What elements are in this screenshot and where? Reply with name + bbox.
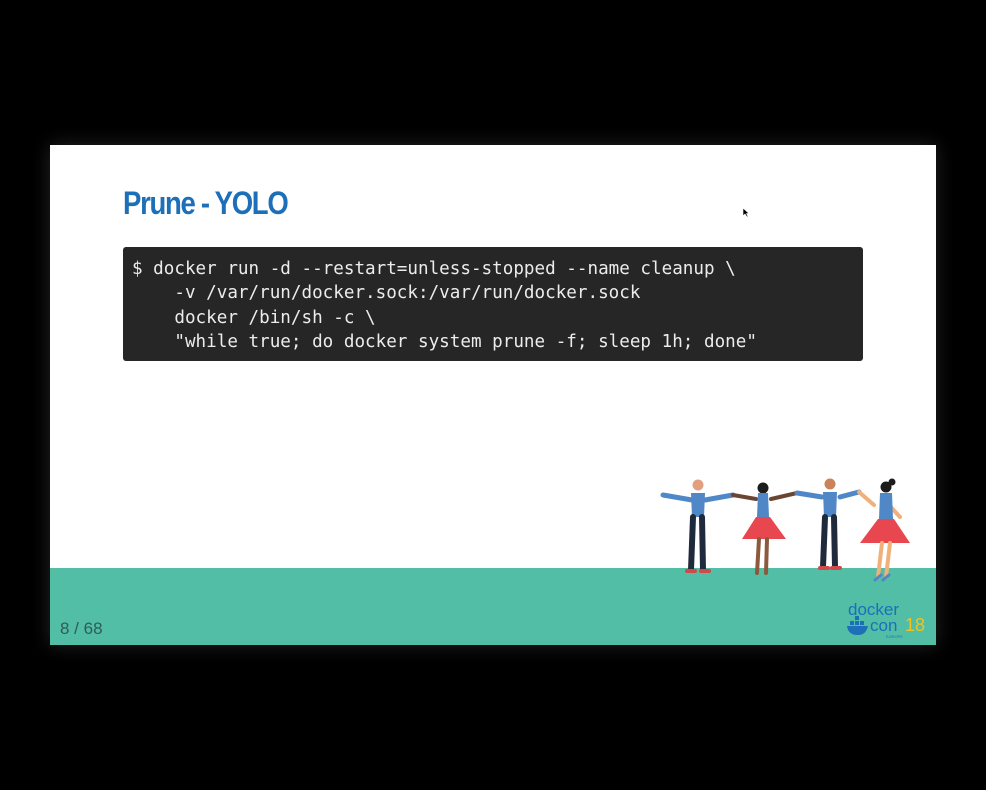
dockercon-logo: docker con 18 EUROPE <box>847 600 925 639</box>
page-counter: 8 / 68 <box>60 619 103 638</box>
dancer-1 <box>685 479 711 573</box>
logo-text-con: con <box>870 616 897 635</box>
presentation-slide: Prune - YOLO $ docker run -d --restart=u… <box>50 145 936 645</box>
code-line-4: "while true; do docker system prune -f; … <box>132 331 757 352</box>
code-line-1: $ docker run -d --restart=unless-stopped… <box>132 259 736 279</box>
mouse-pointer-icon <box>742 207 750 218</box>
dancing-people-illustration <box>660 478 910 582</box>
logo-text-docker: docker <box>848 600 899 619</box>
slide-title: Prune - YOLO <box>123 185 289 221</box>
logo-text-18: 18 <box>905 615 925 635</box>
whale-icon <box>847 616 868 635</box>
dancer-4 <box>860 478 910 582</box>
code-block: $ docker run -d --restart=unless-stopped… <box>123 247 863 361</box>
logo-text-europe: EUROPE <box>886 634 903 639</box>
holding-hands-arms <box>660 489 902 519</box>
footer-band: 8 / 68 <box>50 568 936 645</box>
code-line-2: -v /var/run/docker.sock:/var/run/docker.… <box>132 283 641 304</box>
dancer-3 <box>818 478 842 570</box>
dancer-2 <box>742 482 786 575</box>
code-line-3: docker /bin/sh -c \ <box>132 307 376 328</box>
